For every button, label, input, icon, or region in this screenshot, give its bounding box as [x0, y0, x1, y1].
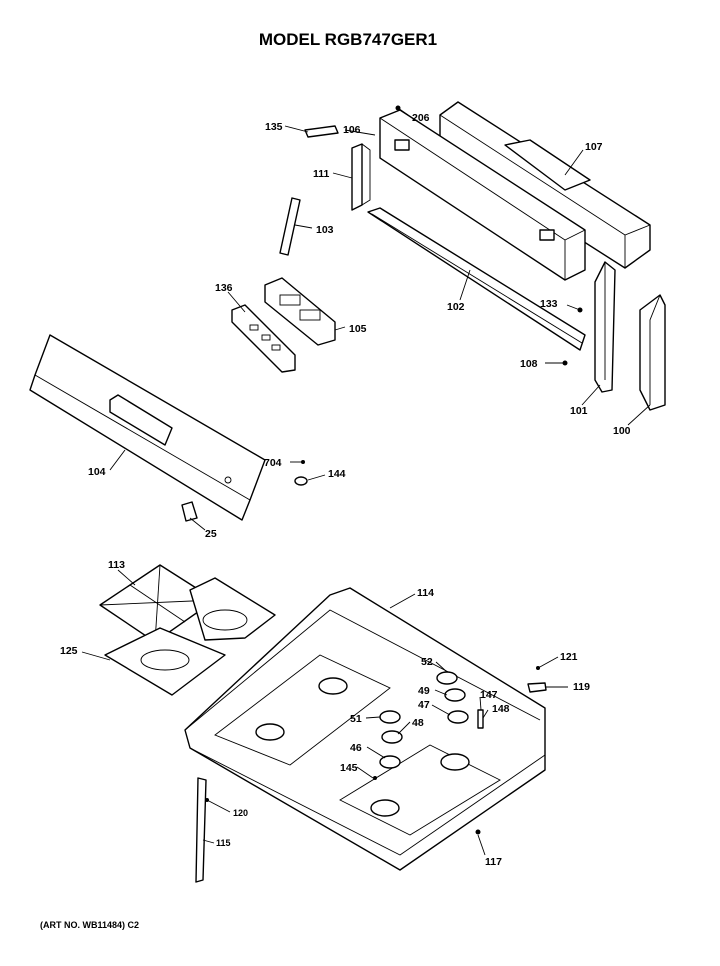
label-147: 147: [480, 689, 498, 701]
label-106: 106: [343, 124, 361, 136]
part-47-valve: [447, 710, 469, 724]
part-51-knob: [379, 710, 401, 724]
label-206: 206: [412, 112, 430, 124]
label-119: 119: [573, 681, 590, 693]
part-100-end-cap: [639, 294, 666, 411]
label-144: 144: [328, 468, 346, 480]
part-48-valve: [381, 730, 403, 744]
label-107: 107: [585, 141, 603, 153]
label-48: 48: [412, 717, 424, 729]
part-135-clip: [304, 125, 339, 138]
page-title: MODEL RGB747GER1: [259, 30, 437, 49]
label-46: 46: [350, 742, 362, 754]
label-120: 120: [233, 808, 248, 818]
label-25: 25: [205, 528, 217, 540]
part-labels: 135 106 206 107 111 103 102 136 105 133 …: [60, 112, 631, 868]
part-147-148-spring: [477, 709, 484, 729]
label-125: 125: [60, 645, 78, 657]
part-115-tube: [195, 777, 207, 883]
label-105: 105: [349, 323, 367, 335]
label-115: 115: [216, 838, 231, 848]
label-148: 148: [492, 703, 510, 715]
part-114-cooktop: [184, 587, 546, 871]
label-104: 104: [88, 466, 106, 478]
label-52: 52: [421, 656, 433, 668]
label-113: 113: [108, 559, 125, 571]
label-136: 136: [215, 282, 233, 294]
label-49: 49: [418, 685, 430, 697]
label-133: 133: [540, 298, 558, 310]
art-number-footer: (ART NO. WB11484) C2: [40, 920, 139, 930]
label-121: 121: [560, 651, 578, 663]
label-117: 117: [485, 856, 502, 868]
part-25-bracket: [181, 501, 198, 522]
label-101: 101: [570, 405, 588, 417]
label-103: 103: [316, 224, 334, 236]
part-125-drip-tray: [104, 627, 226, 696]
label-114: 114: [417, 587, 434, 599]
part-104-control-panel: [29, 334, 266, 521]
leader-lines: [81, 107, 651, 856]
part-101-end-bracket: [594, 261, 616, 393]
part-136-overlay: [231, 304, 296, 373]
part-102-trim: [367, 207, 586, 351]
part-46-valve: [379, 755, 401, 769]
label-100: 100: [613, 425, 631, 437]
label-47: 47: [418, 699, 430, 711]
label-704: 704: [264, 457, 282, 469]
part-117-screw: [475, 829, 481, 835]
part-145-screw: [373, 776, 377, 780]
part-119-bracket: [527, 682, 547, 693]
label-102: 102: [447, 301, 465, 313]
part-burner-tray-right: [189, 577, 276, 641]
part-105-control-board: [264, 277, 336, 346]
part-107-backsplash-cover: [439, 101, 651, 269]
label-145: 145: [340, 762, 358, 774]
part-106-backguard: [379, 109, 586, 281]
part-52-knob: [436, 671, 458, 685]
part-49-valve: [444, 688, 466, 702]
label-51: 51: [350, 713, 362, 725]
part-144-knob: [294, 476, 308, 486]
label-135: 135: [265, 121, 283, 133]
label-108: 108: [520, 358, 538, 370]
part-103-tube: [279, 197, 301, 256]
part-111-bracket: [351, 143, 371, 211]
label-111: 111: [313, 168, 330, 180]
